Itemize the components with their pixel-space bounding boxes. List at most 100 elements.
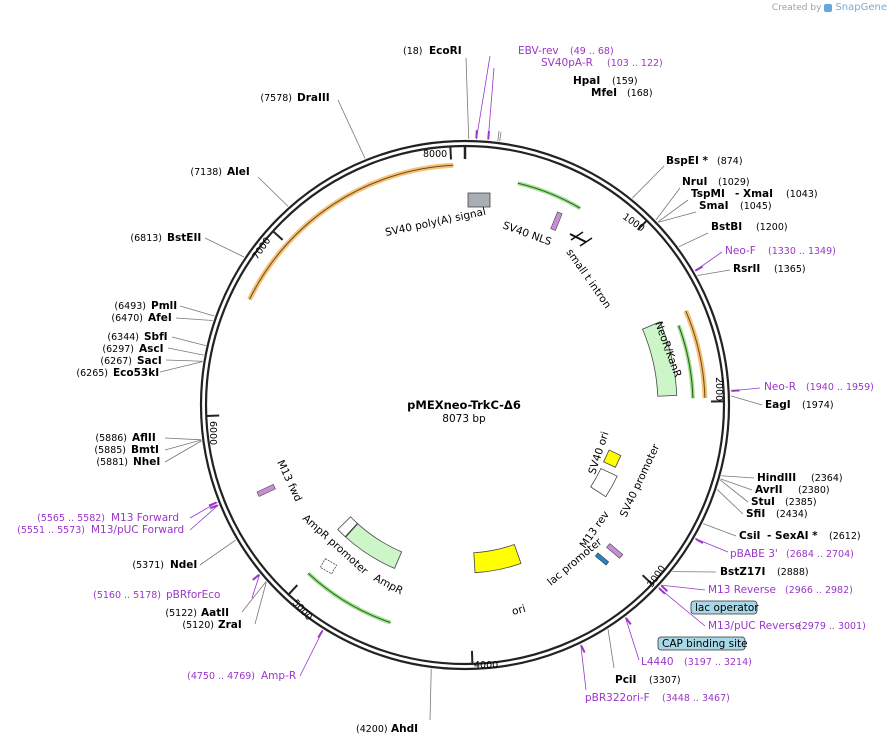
leader-line-aatii	[241, 581, 267, 613]
leader-line-pbrforeco	[251, 574, 261, 599]
m13-fwd-marker	[256, 483, 276, 497]
orange-arc-right-core	[685, 310, 706, 398]
enzyme-bspei: BspEI *	[666, 155, 709, 167]
tick-2000: 2000	[713, 377, 724, 401]
enzyme-bstbi-pos: (1200)	[756, 222, 788, 233]
enzyme-sfii-pos: (2434)	[776, 509, 808, 520]
feature-small-t-intron-label: small t intron	[564, 247, 614, 311]
primer-amp-r: Amp-R	[261, 670, 296, 682]
enzyme-hpai-pos: (159)	[612, 76, 638, 87]
enzyme-xmai-pos: (1043)	[786, 189, 818, 200]
primer-m13-puc-forward: M13/pUC Forward	[91, 524, 184, 536]
primer-ebv-rev: EBV-rev	[518, 45, 559, 57]
enzyme-draiii: DraIII	[297, 92, 330, 104]
feature-sv40-promoter-label: SV40 promoter	[618, 442, 663, 520]
enzyme-hpai: HpaI	[573, 75, 600, 87]
enzyme-saci-pos: (6267)	[100, 356, 132, 367]
primer-site-tick-1	[487, 130, 490, 140]
small-t-intron-cap-b	[579, 237, 593, 247]
primer-pbr322ori-f: pBR322ori-F	[585, 692, 650, 704]
feature-m13-fwd-label: M13 fwd	[274, 458, 304, 503]
small-t-intron-cap-a	[570, 231, 584, 241]
cap-binding-site-box	[657, 636, 746, 651]
leader-line-ebv-rev	[475, 55, 491, 140]
enzyme-bstz17i: BstZ17I	[720, 566, 765, 578]
primer-site-tick-9	[317, 630, 324, 639]
ori-arrow	[473, 544, 522, 574]
primer-pbrforeco: pBRforEco	[166, 589, 220, 601]
green-arc-neo-core	[678, 325, 694, 399]
leader-line-ndei	[199, 539, 237, 566]
leader-line-m13-reverse	[660, 584, 706, 591]
leader-line-hindiii	[721, 475, 755, 479]
sv40-nls-marker	[550, 211, 563, 231]
enzyme-zrai: ZraI	[218, 619, 242, 631]
primer-site-tick-12	[208, 501, 217, 507]
primer-neo-r: Neo-R	[764, 381, 796, 393]
leader-line-alei	[257, 176, 289, 207]
plasmid-size: 8073 bp	[442, 413, 486, 425]
enzyme-draiii-pos: (7578)	[260, 93, 292, 104]
feature-ampr-label: AmpR	[372, 572, 405, 597]
enzyme-bmti: BmtI	[131, 444, 159, 456]
tick-mark-5000	[287, 584, 299, 596]
enzyme-bsteii-pos: (6813)	[130, 233, 162, 244]
enzyme-aflii-pos: (5886)	[95, 433, 127, 444]
snapgene-logo-icon	[824, 3, 833, 12]
lac-operator-marker	[594, 552, 610, 566]
primer-m13-puc-reverse: M13/pUC Reverse	[708, 620, 801, 632]
enzyme-saci: SacI	[137, 355, 162, 367]
sv40-promoter-arrow	[590, 467, 618, 498]
enzyme-pmli: PmlI	[151, 300, 177, 312]
feature-shapes	[208, 130, 740, 654]
leader-line-m13-puc-reverse	[658, 587, 706, 627]
primer-pbabe-3-range: (2684 .. 2704)	[786, 549, 854, 560]
feature-cap-binding-site-label: CAP binding site	[662, 638, 748, 650]
primer-l4440-range: (3197 .. 3214)	[684, 657, 752, 668]
leader-line-rsrii	[697, 269, 731, 276]
enzyme-pcii-pos: (3307)	[649, 675, 681, 686]
leader-line-sfii	[716, 489, 744, 515]
enzyme-eagi: EagI	[765, 399, 791, 411]
snapgene-credit: Created by SnapGene	[772, 2, 887, 13]
primer-neo-f: Neo-F	[725, 245, 756, 257]
enzyme-afei-pos: (6470)	[111, 313, 143, 324]
enzyme-pcii: PciI	[615, 674, 636, 686]
feature-lac-operator-label: lac operator	[695, 602, 759, 614]
enzyme-alei-pos: (7138)	[190, 167, 222, 178]
leader-line-asci	[167, 347, 204, 356]
enzyme-bspei-pos: (874)	[717, 156, 743, 167]
primer-pbrforeco-range: (5160 .. 5178)	[93, 590, 161, 601]
plasmid-name: pMEXneo-TrkC-Δ6	[407, 398, 521, 412]
enzyme-eagi-pos: (1974)	[802, 400, 834, 411]
leader-line-pmli	[179, 305, 215, 317]
enzyme-tspmi: TspMI	[691, 188, 725, 200]
orange-arc-left-core	[249, 164, 454, 300]
enzyme-bstz17i-pos: (2888)	[777, 567, 809, 578]
primer-m13-puc-forward-range: (5551 .. 5573)	[17, 525, 85, 536]
ampr-promoter-arrow	[337, 516, 358, 538]
leader-line-bspei	[632, 165, 665, 199]
sv40-polya-signal-box	[467, 192, 491, 208]
primer-m13-reverse-range: (2966 .. 2982)	[785, 585, 853, 596]
enzyme-mfei: MfeI	[591, 87, 617, 99]
leader-lines	[159, 55, 763, 721]
enzyme-aatii-pos: (5122)	[165, 608, 197, 619]
primer-m13-forward: M13 Forward	[111, 512, 179, 524]
primer-site-tick-5	[660, 585, 669, 592]
enzyme-bstbi: BstBI	[711, 221, 742, 233]
leader-line-smai	[658, 211, 697, 223]
feature-lac-promoter-label: lac promoter	[545, 535, 605, 588]
leader-line-afei	[175, 317, 213, 321]
primer-m13-forward-range: (5565 .. 5582)	[37, 513, 105, 524]
tick-mark-3000	[641, 574, 653, 585]
enzyme-hindiii-pos: (2364)	[811, 473, 843, 484]
sv40-ori-box	[603, 449, 622, 468]
primer-m13-reverse: M13 Reverse	[708, 584, 776, 596]
leader-line-draiii	[337, 99, 366, 159]
enzyme-sexai-pos: (2612)	[829, 531, 861, 542]
primer-site-tick-4	[695, 538, 704, 544]
primer-m13-puc-reverse-range: (2979 .. 3001)	[798, 621, 866, 632]
leader-line-avrii	[720, 478, 753, 491]
